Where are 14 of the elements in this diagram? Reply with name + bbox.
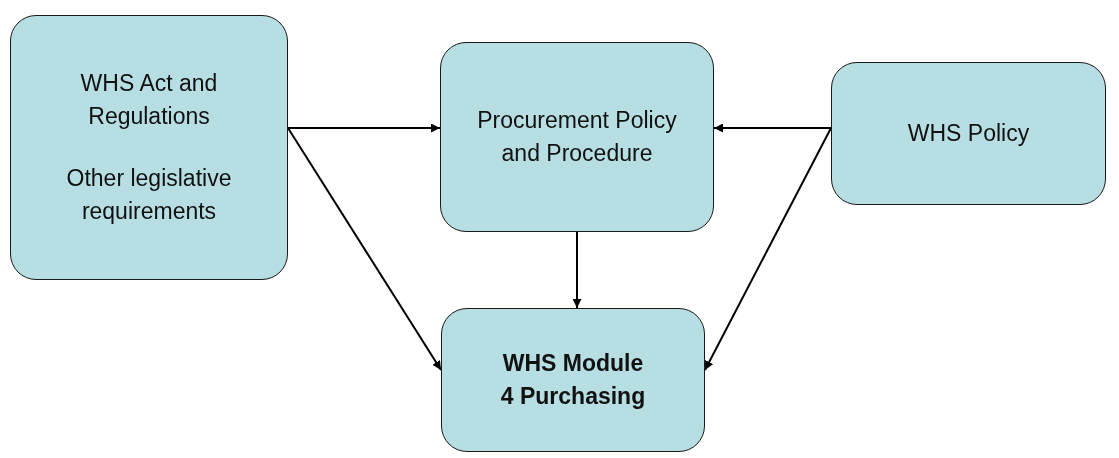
box-label: WHS Act and Regulations [79, 68, 219, 132]
arrow [704, 127, 832, 371]
process-box [10, 15, 288, 280]
process-box [831, 62, 1106, 205]
process-box [440, 42, 714, 232]
arrow [572, 231, 582, 309]
arrow [713, 123, 832, 133]
box-label: Procurement Policy and Procedure [476, 105, 678, 168]
box-label: WHS Policy [907, 118, 1030, 148]
box-label: Other legislative requirements [65, 163, 233, 226]
box-label: WHS Module 4 Purchasing [499, 348, 647, 411]
arrow [287, 127, 442, 371]
process-box [441, 308, 705, 452]
arrow [287, 123, 441, 133]
